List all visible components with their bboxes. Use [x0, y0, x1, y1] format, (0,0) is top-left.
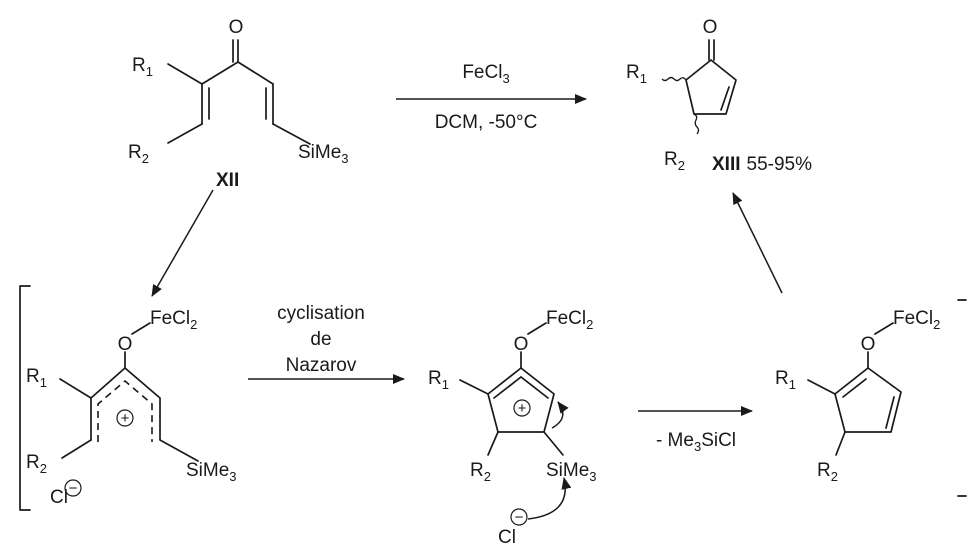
- bond-r2: [835, 431, 846, 456]
- r1-label: R1: [775, 368, 796, 392]
- fecl2-label: FeCl2: [150, 308, 197, 332]
- ring: [487, 367, 555, 433]
- bracket-left: [19, 285, 31, 511]
- oxygen-label: O: [118, 334, 133, 355]
- r1-label: R1: [132, 55, 153, 79]
- chloride-label: Cl: [50, 487, 68, 508]
- plus-charge: [116, 409, 134, 427]
- oxygen-label: O: [703, 17, 718, 38]
- r1-label: R1: [26, 366, 47, 390]
- bond-silyl: [272, 123, 311, 145]
- backbone-right: [90, 367, 199, 462]
- bond-r1: [59, 378, 92, 399]
- fecl2-label: FeCl2: [546, 308, 593, 332]
- oxygen-label: O: [514, 334, 529, 355]
- ring: [685, 59, 737, 115]
- oxygen-label: O: [229, 17, 244, 38]
- intermediate-dienolate: O FeCl2 R1 R2: [775, 308, 940, 484]
- r2-label: R2: [817, 460, 838, 484]
- arrow-to-product: [732, 192, 783, 294]
- curved-arrow-bond-shift: [551, 401, 569, 429]
- arrow-nazarov: cyclisation de Nazarov: [248, 303, 405, 384]
- bond-r1: [459, 379, 489, 395]
- r2-label: R2: [664, 149, 685, 173]
- arrow-to-intermediate-1: [151, 189, 214, 297]
- bond-silyl: [543, 431, 564, 456]
- r2-label: R2: [26, 452, 47, 476]
- minus-sign: −: [515, 509, 524, 526]
- bond-o-fe: [527, 322, 547, 335]
- ring-double-bond-right: [520, 376, 549, 399]
- silyl-label: SiMe3: [186, 460, 237, 484]
- r1-label: R1: [428, 368, 449, 392]
- nazarov-label-line1: cyclisation: [277, 303, 365, 324]
- plus-charge: [513, 399, 531, 417]
- compound-xii-label: XII: [216, 170, 239, 191]
- arrow-elimination: - Me3SiCl: [638, 406, 753, 454]
- silyl-label: SiMe3: [298, 142, 349, 166]
- wavy-bond-r2: [693, 113, 700, 135]
- fecl2-label: FeCl2: [893, 308, 940, 332]
- ring-double-bond-right: [885, 396, 895, 429]
- r1-label: R1: [626, 62, 647, 86]
- minus-sign: −: [69, 480, 78, 497]
- bond-r1: [167, 63, 203, 85]
- ring-double-bond-left: [493, 376, 522, 399]
- bond-r1: [807, 379, 836, 395]
- arrow-direct: FeCl3 DCM, -50°C: [396, 62, 587, 133]
- solvent-conditions: DCM, -50°C: [435, 112, 538, 133]
- ring: [834, 367, 902, 433]
- elimination-label: - Me3SiCl: [656, 430, 736, 454]
- silyl-label: SiMe3: [546, 460, 597, 484]
- bond-o-fe: [874, 322, 894, 335]
- bond-r2: [167, 123, 203, 144]
- nazarov-label-line3: Nazarov: [286, 355, 357, 376]
- r2-label: R2: [128, 142, 149, 166]
- bond-carbonyl-alpha-left: [201, 61, 239, 85]
- delocalised-bond: [97, 379, 153, 442]
- nazarov-label-line2: de: [310, 329, 331, 350]
- ring-double-bond-left: [842, 378, 867, 398]
- curved-arrow-chloride-attack: [527, 477, 572, 520]
- plus-sign: +: [518, 400, 527, 417]
- chloride-label: Cl: [498, 527, 516, 548]
- plus-sign: +: [121, 410, 130, 427]
- oxygen-label: O: [861, 334, 876, 355]
- ring-double-bond: [720, 86, 730, 111]
- minus-charge: [64, 479, 82, 497]
- bond-carbonyl-alpha-right: [237, 61, 274, 85]
- wavy-bond-r1: [661, 76, 687, 82]
- intermediate-open-chain: + − O FeCl2 R1 R2 Cl SiMe3: [26, 308, 237, 508]
- compound-xii: O R1 R2 SiMe3 XII: [128, 17, 349, 191]
- bond-r2: [61, 439, 92, 459]
- bond-r2: [487, 431, 499, 456]
- intermediate-oxyallyl-cation: + − O FeCl2 R1 R2 SiMe3 Cl: [428, 308, 597, 548]
- r2-label: R2: [470, 460, 491, 484]
- minus-charge: [510, 508, 528, 526]
- reagent-fecl3: FeCl3: [462, 62, 509, 86]
- bond-o-fe: [131, 322, 151, 335]
